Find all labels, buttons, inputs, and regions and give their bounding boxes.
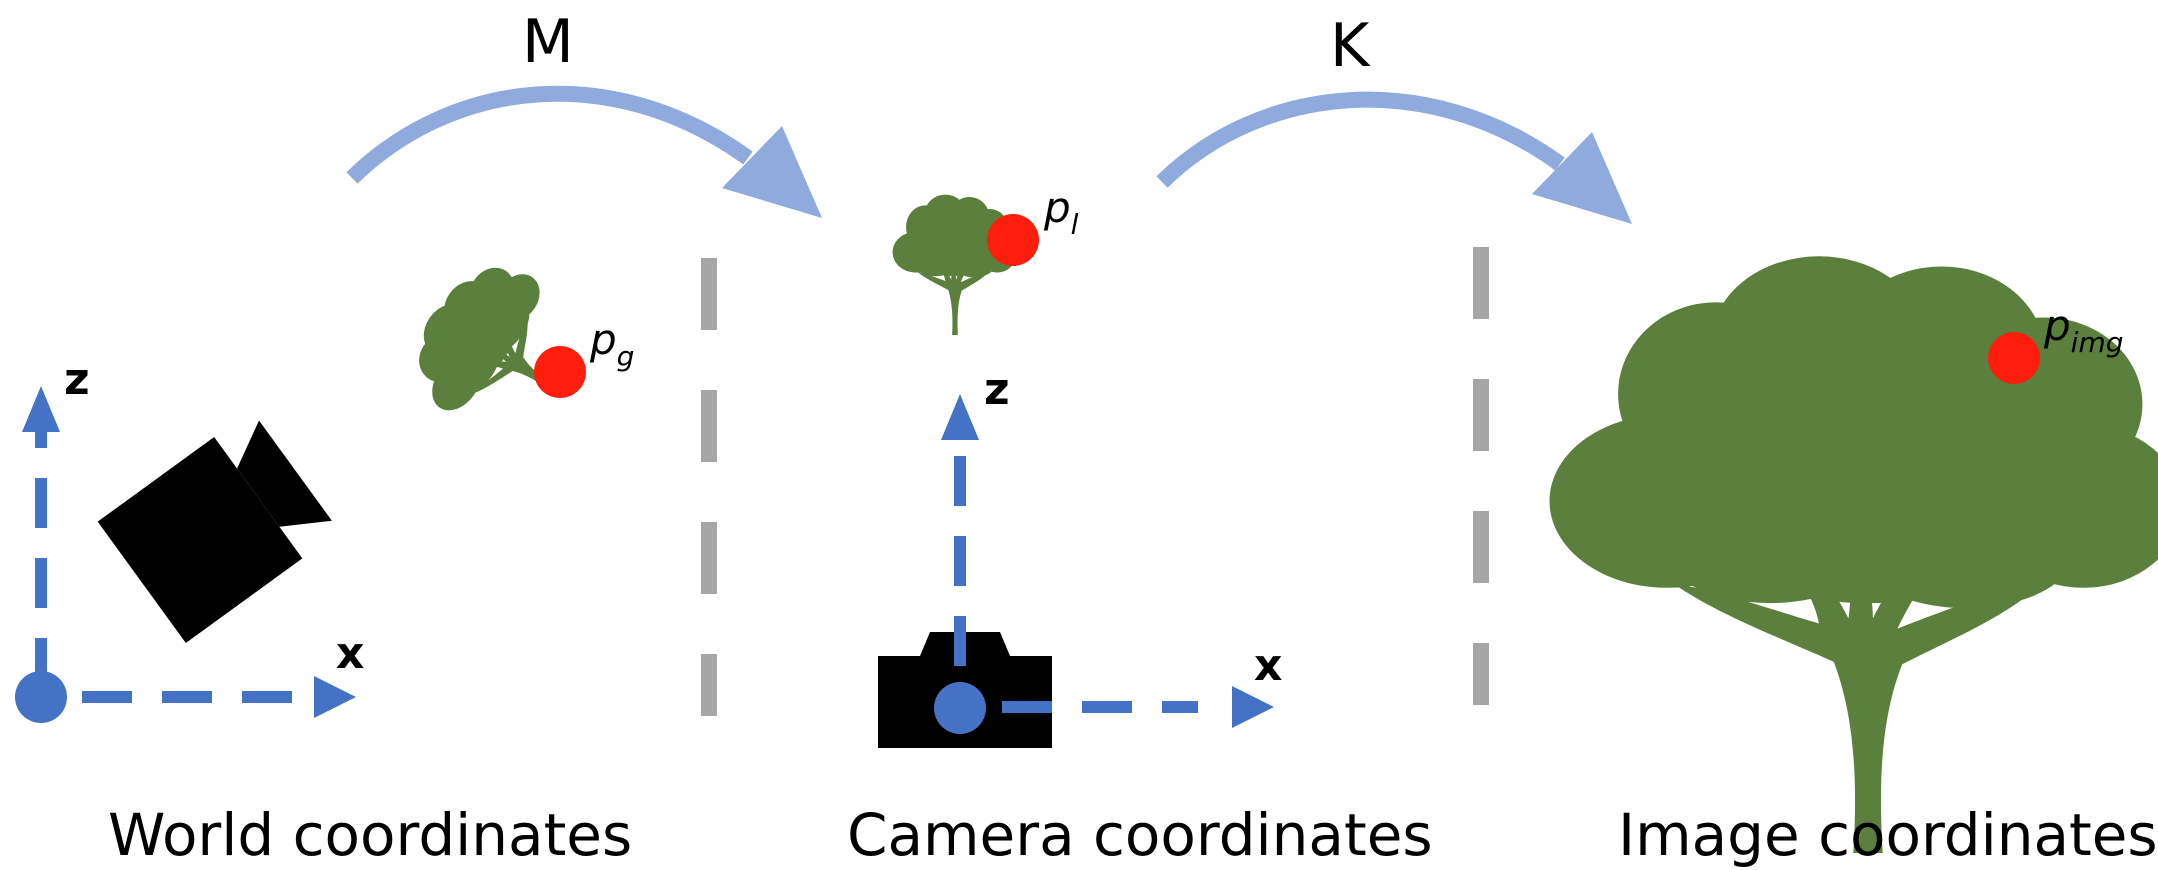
camera-origin bbox=[934, 682, 986, 734]
camera-x-label: x bbox=[1254, 640, 1282, 691]
world-point-label: pg bbox=[589, 315, 634, 373]
transform-k-arc bbox=[1156, 91, 1632, 224]
world-x-label: x bbox=[336, 628, 364, 679]
camera-z-label: z bbox=[984, 364, 1010, 415]
caption-world: World coordinates bbox=[108, 801, 632, 869]
camera-axes: z x bbox=[934, 364, 1282, 734]
world-axes: z x bbox=[15, 354, 364, 723]
image-point-label: pimg bbox=[2043, 301, 2124, 359]
world-x-arrowhead bbox=[314, 676, 356, 718]
transform-k-label: K bbox=[1330, 11, 1371, 81]
world-point bbox=[534, 346, 586, 398]
image-point bbox=[1988, 332, 2040, 384]
camera-point-label: pl bbox=[1043, 183, 1079, 241]
transform-m-label: M bbox=[522, 7, 574, 77]
camera-point bbox=[987, 214, 1039, 266]
caption-image: Image coordinates bbox=[1618, 801, 2158, 869]
world-origin bbox=[15, 671, 67, 723]
caption-camera: Camera coordinates bbox=[847, 801, 1433, 869]
camera-z-arrowhead bbox=[941, 394, 979, 440]
world-camera-icon bbox=[97, 420, 332, 643]
transform-m-arc bbox=[346, 85, 822, 218]
world-z-arrowhead bbox=[22, 386, 60, 432]
camera-tree-icon bbox=[892, 194, 1017, 335]
camera-x-arrowhead bbox=[1232, 686, 1274, 728]
world-z-label: z bbox=[64, 354, 90, 405]
